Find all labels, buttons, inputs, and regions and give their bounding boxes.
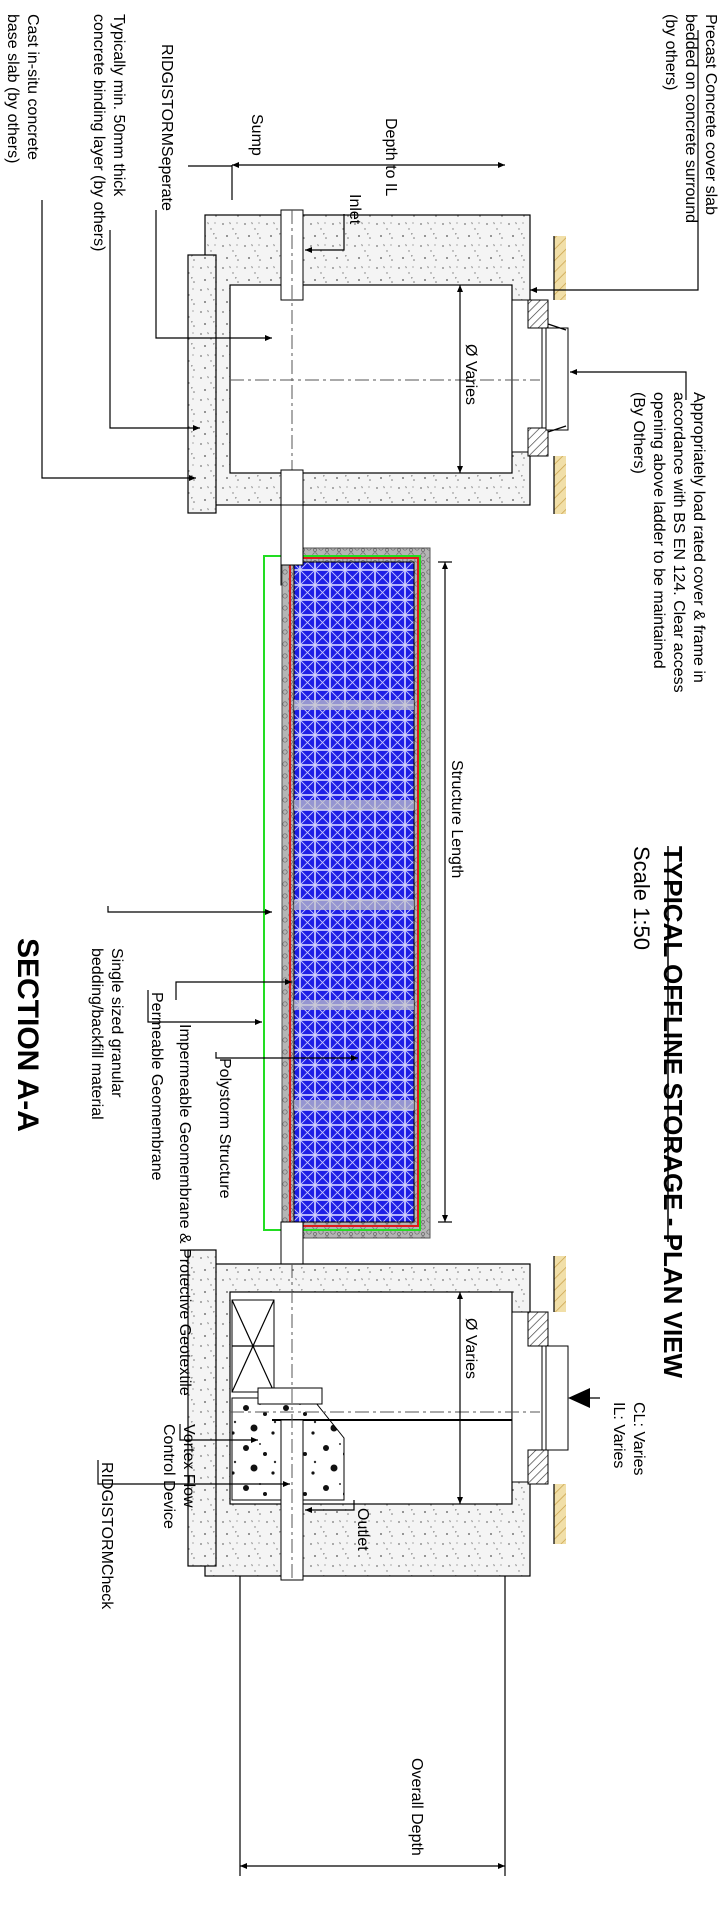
outlet-label: Outlet — [354, 1508, 371, 1551]
cover-frame-label-1: Appropriately load rated cover & frame i… — [690, 392, 707, 683]
titles: TYPICAL OFFLINE STORAGE - PLAN VIEW Scal… — [11, 846, 688, 1379]
scale-label: Scale 1:50 — [629, 846, 654, 950]
granular-label-2: bedding/backfill material — [88, 948, 105, 1120]
plan-view-title: TYPICAL OFFLINE STORAGE - PLAN VIEW — [658, 846, 688, 1379]
storage-structure — [263, 504, 431, 1285]
labels: Precast Concrete cover slab bedded on co… — [4, 14, 719, 1856]
base-slab-bottom — [187, 1249, 217, 1567]
check-label: RIDGISTORMCheck — [98, 1462, 115, 1610]
base-slab-label-2: base slab (by others) — [4, 14, 21, 163]
polystorm-structure — [293, 561, 415, 1223]
base-slab-label-1: Cast in-situ concrete — [24, 14, 41, 160]
granular-label-1: Single sized granular — [108, 948, 125, 1098]
cover-slab-label-2: bedded on concrete surround — [682, 14, 699, 223]
check-chamber — [187, 1249, 590, 1581]
depth-to-il-label: Depth to IL — [382, 118, 399, 196]
il-varies-label: IL: Varies — [610, 1402, 627, 1468]
frame-hatch-top — [527, 299, 549, 329]
vortex-device — [257, 1387, 323, 1405]
binding-label-2: concrete binding layer (by others) — [90, 14, 107, 251]
cover-frame-label-3: opening above ladder to be maintained — [650, 392, 667, 669]
frame-hatch-bottom — [527, 427, 549, 457]
cover-slab-label-3: (by others) — [662, 14, 679, 90]
overall-depth-label: Overall Depth — [408, 1758, 425, 1856]
ground-top-1 — [554, 236, 566, 300]
ground-top-2 — [554, 456, 566, 514]
impermeable-label: Impermeable Geomembrane & Protective Geo… — [176, 1024, 193, 1396]
dia-varies-bottom-label: Ø Varies — [462, 1318, 479, 1379]
vortex-label-2: Control Device — [160, 1424, 177, 1529]
permeable-label: Permeable Geomembrane — [148, 992, 165, 1181]
structure-length-label: Structure Length — [448, 760, 465, 878]
leader-lines — [41, 30, 699, 1513]
cover-slab-label-1: Precast Concrete cover slab — [702, 14, 719, 215]
vortex-label-1: Vortex Flow — [180, 1424, 197, 1508]
sump-label: Sump — [248, 114, 265, 156]
permeable-geomembrane — [263, 555, 421, 1231]
cover-frame-label-4: (By Others) — [630, 392, 647, 474]
polystorm-label: Polystorm Structure — [216, 1058, 233, 1199]
cl-varies-label: CL: Varies — [630, 1402, 647, 1476]
dia-varies-top-label: Ø Varies — [462, 344, 479, 405]
impermeable-geomembrane — [289, 557, 419, 1227]
section-title: SECTION A-A — [11, 938, 44, 1132]
binding-label-1: Typically min. 50mm thick — [110, 14, 127, 197]
base-slab-top — [187, 254, 217, 514]
cover-frame-label-2: accordance with BS EN 124. Clear access — [670, 392, 687, 693]
dimension-lines — [188, 162, 506, 1876]
separate-label: RIDGISTORMSeperate — [158, 44, 175, 211]
separator-chamber — [187, 209, 569, 586]
inlet-label: Inlet — [346, 194, 363, 225]
